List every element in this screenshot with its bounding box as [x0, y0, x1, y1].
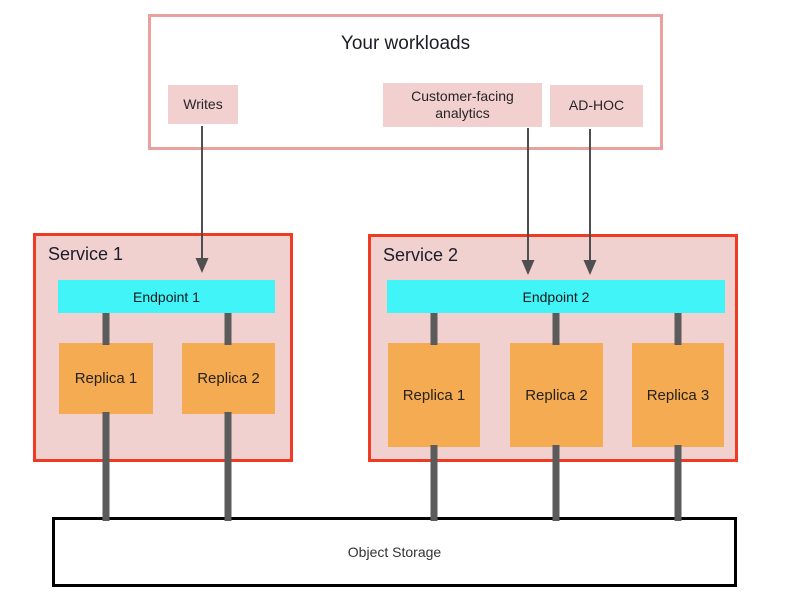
service-1-title: Service 1 — [48, 244, 124, 264]
object-storage-box: Object Storage — [52, 517, 737, 587]
your-workloads-box — [148, 14, 663, 150]
service-2-endpoint: Endpoint 2 — [387, 280, 725, 313]
workload-adhoc-label: AD-HOC — [550, 85, 643, 127]
service-2-replica-3: Replica 3 — [632, 343, 724, 447]
service-2-replica-2: Replica 2 — [510, 343, 603, 447]
your-workloads-title: Your workloads — [340, 33, 471, 54]
service-1-replica-1: Replica 1 — [59, 343, 153, 414]
workload-writes-label: Writes — [168, 85, 238, 124]
service-1-replica-2: Replica 2 — [182, 343, 275, 414]
workload-analytics-label: Customer-facing analytics — [383, 83, 542, 127]
service-2-title: Service 2 — [383, 245, 459, 265]
service-1-endpoint: Endpoint 1 — [58, 280, 275, 313]
service-2-replica-1: Replica 1 — [388, 343, 480, 447]
